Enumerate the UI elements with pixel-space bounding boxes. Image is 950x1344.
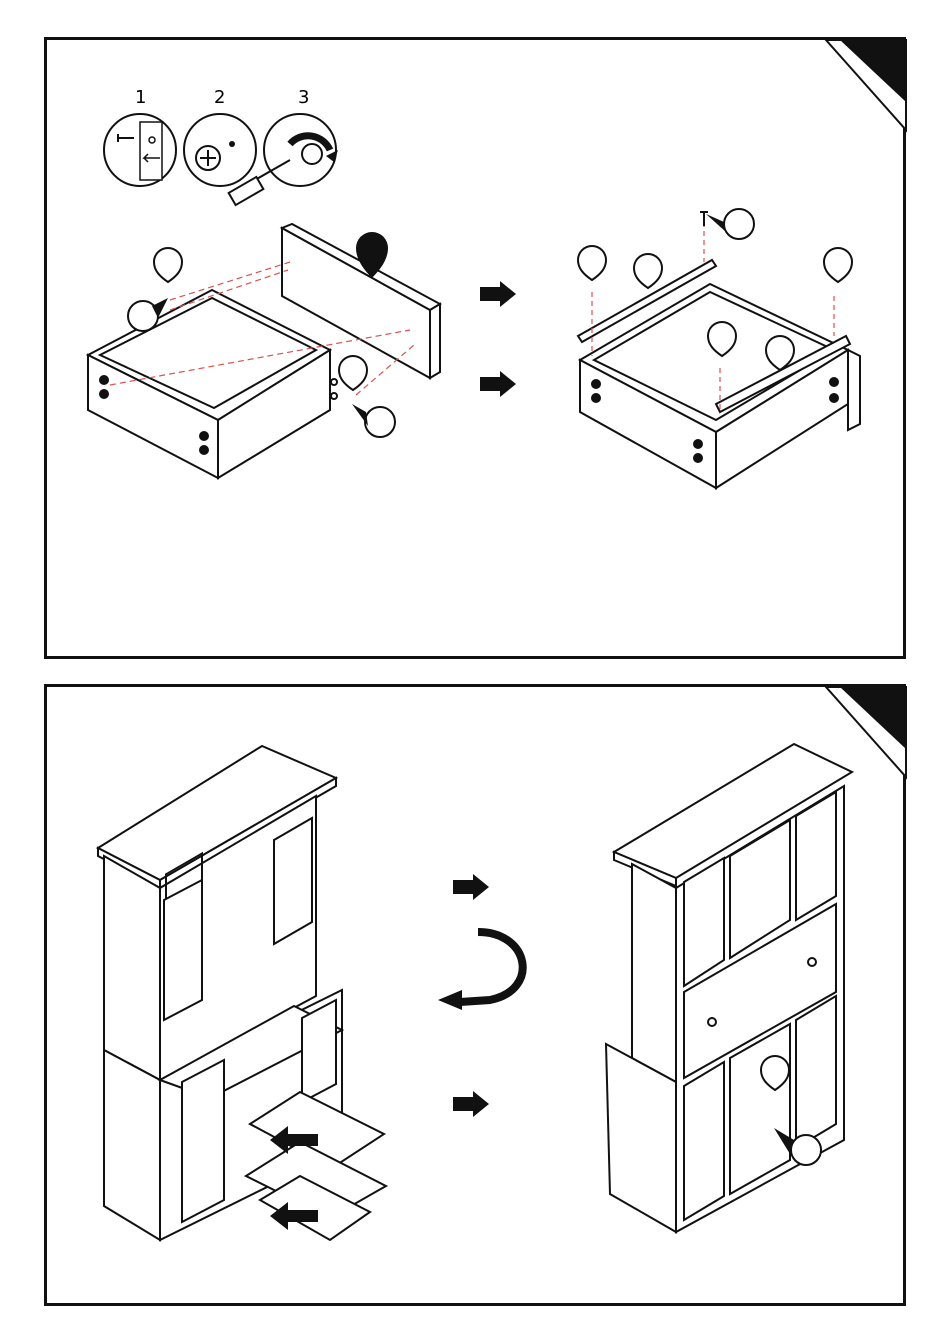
rotate-icon [438,932,523,1010]
arrow-right-icon [480,281,516,307]
cam-lock-detail-2 [184,114,256,186]
step-corner-tab-2 [826,687,906,777]
detail-number-1: 1 [135,87,146,108]
cam-lock-detail-3 [264,114,338,186]
callout-pin-icon [824,248,852,282]
callout-pin-icon [634,254,662,288]
detail-number-3: 3 [298,87,309,108]
cam-lock-detail-1 [104,114,176,186]
arrow-right-icon [480,371,516,397]
step-corner-tab-1 [826,40,906,130]
callout-pin-icon [578,246,606,280]
screw-icon [700,209,754,239]
arrow-right-icon [453,874,489,900]
detail-number-2: 2 [214,87,225,108]
arrow-right-icon [453,1091,489,1117]
callout-pin-icon [154,248,182,282]
drawer-box-exploded [88,290,337,478]
callout-pin-icon [339,356,367,390]
